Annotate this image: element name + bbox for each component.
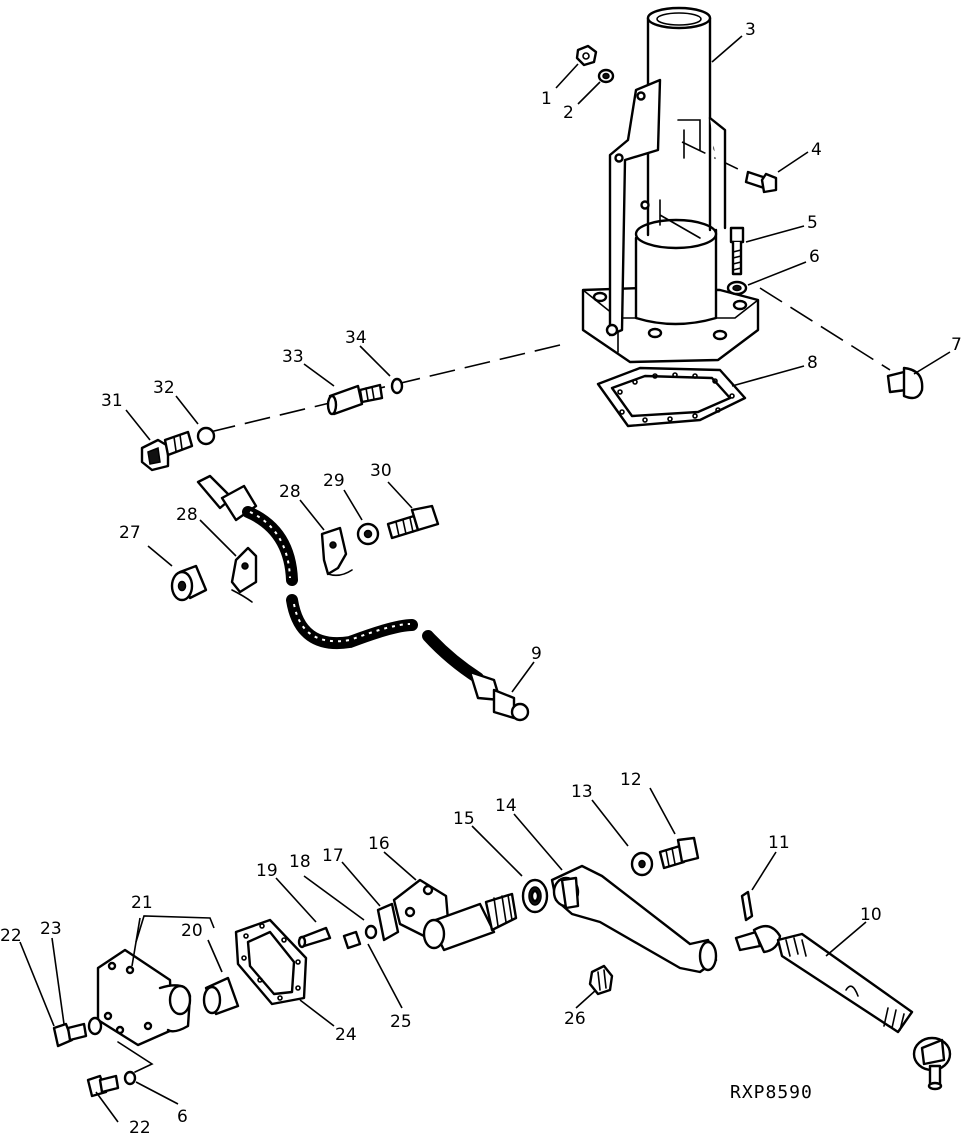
washer-part-6-lower [123, 1070, 137, 1086]
callout-34: 34 [345, 328, 367, 348]
hose-assembly-part-9 [196, 474, 530, 722]
callout-17: 17 [322, 846, 344, 866]
o-ring-part-34 [390, 377, 404, 395]
washer-part-6 [726, 280, 748, 296]
callout-18: 18 [289, 852, 311, 872]
callout-24: 24 [335, 1025, 357, 1045]
clip-part-28-left [230, 546, 258, 603]
cover-part-21 [96, 948, 192, 1047]
callout-3: 3 [745, 20, 756, 40]
callout-32: 32 [153, 378, 175, 398]
shaft-assembly-part-16 [392, 878, 518, 952]
callout-21: 21 [131, 893, 153, 913]
callout-28-left: 28 [176, 505, 198, 525]
gasket-part-8 [596, 366, 747, 428]
cap-screw-part-12 [658, 836, 700, 870]
screw-part-25 [342, 930, 362, 950]
callout-9: 9 [531, 644, 542, 664]
callout-22-bottom: 22 [129, 1118, 151, 1133]
spacer-part-27 [170, 564, 208, 602]
steering-column-housing [581, 6, 760, 364]
callout-5: 5 [807, 213, 818, 233]
washer-part-18 [364, 924, 378, 940]
bolt-part-5 [729, 226, 745, 276]
callout-2: 2 [563, 103, 574, 123]
callout-16: 16 [368, 834, 390, 854]
callout-4: 4 [811, 140, 822, 160]
washer-part-2 [597, 68, 615, 84]
callout-6-lower: 6 [177, 1107, 188, 1127]
o-ring-part-32 [196, 426, 216, 446]
callout-26: 26 [564, 1009, 586, 1029]
callout-19: 19 [256, 861, 278, 881]
callout-33: 33 [282, 347, 304, 367]
tie-rod-part-10 [734, 924, 952, 1091]
washer-part-13 [630, 851, 654, 877]
callout-30: 30 [370, 461, 392, 481]
callout-6: 6 [809, 247, 820, 267]
cap-screw-part-4 [744, 170, 778, 194]
elbow-fitting-part-31 [140, 430, 194, 472]
callout-10: 10 [860, 905, 882, 925]
assembly-line-upper [379, 344, 561, 389]
callout-12: 12 [620, 770, 642, 790]
callout-1: 1 [541, 89, 552, 109]
callout-11: 11 [768, 833, 790, 853]
callout-23: 23 [40, 919, 62, 939]
plug-part-7 [886, 366, 924, 400]
callout-25: 25 [390, 1012, 412, 1032]
callout-20: 20 [181, 921, 203, 941]
gasket-part-24 [234, 918, 308, 1006]
screw-part-22-bottom [86, 1074, 120, 1098]
callout-7: 7 [951, 335, 962, 355]
assembly-line-right [759, 287, 891, 371]
nut-part-26 [588, 964, 614, 996]
assembly-line-bolt4 [681, 141, 741, 171]
washer-part-23 [87, 1016, 103, 1036]
adapter-part-33 [326, 383, 384, 416]
pitman-arm-part-14 [550, 864, 718, 974]
callout-labels: 1 2 3 4 5 6 7 8 9 10 11 12 13 14 15 16 1… [0, 20, 962, 1133]
figure-code: RXP8590 [730, 1082, 813, 1103]
pin-part-19 [297, 926, 332, 949]
cotter-pin-part-11 [740, 890, 754, 922]
callout-29: 29 [323, 471, 345, 491]
lock-tab-part-17 [376, 902, 400, 942]
callout-15: 15 [453, 809, 475, 829]
callout-22-top: 22 [0, 926, 22, 946]
callout-28-right: 28 [279, 482, 301, 502]
leader-lines [19, 35, 951, 1123]
callout-31: 31 [101, 391, 123, 411]
clip-part-28-right [320, 526, 353, 577]
assembly-line-lower [117, 1041, 154, 1073]
callout-13: 13 [571, 782, 593, 802]
screw-part-22-top [52, 1022, 88, 1048]
callout-14: 14 [495, 796, 517, 816]
seal-part-15 [521, 878, 549, 914]
assembly-line-left [209, 391, 376, 433]
callout-8: 8 [807, 353, 818, 373]
nut-part-1 [575, 44, 598, 67]
bushing-part-20 [202, 976, 240, 1016]
cap-screw-part-30 [386, 504, 440, 540]
callout-27: 27 [119, 523, 141, 543]
washer-part-29 [356, 522, 380, 546]
